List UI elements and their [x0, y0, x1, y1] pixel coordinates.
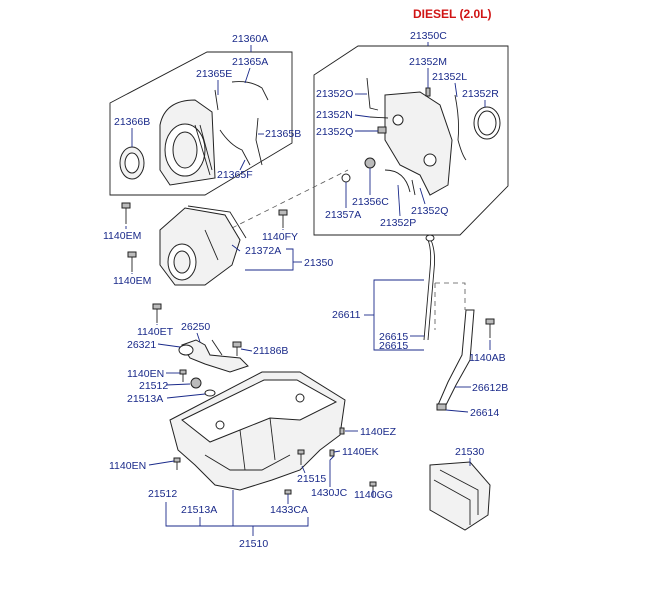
pin-21352O — [366, 77, 379, 111]
label-1140ET: 1140ET — [137, 326, 174, 338]
label-21512-lower: 21512 — [148, 488, 177, 500]
label-1140EZ: 1140EZ — [360, 426, 397, 438]
label-21352M: 21352M — [409, 56, 447, 68]
label-26614: 26614 — [470, 407, 499, 419]
label-21352L: 21352L — [432, 71, 467, 83]
bolt-1140EM-lower — [127, 251, 137, 272]
label-1433CA: 1433CA — [270, 504, 308, 516]
baffle-plate — [429, 461, 491, 531]
label-1140EM-lower: 1140EM — [113, 275, 151, 287]
label-26250: 26250 — [181, 321, 210, 333]
label-1140FY: 1140FY — [262, 231, 298, 243]
label-21356C: 21356C — [352, 196, 389, 208]
label-21513A-upper: 21513A — [127, 393, 163, 405]
label-21360A: 21360A — [232, 33, 268, 45]
label-21350C: 21350C — [410, 30, 447, 42]
label-21352O: 21352O — [316, 88, 353, 100]
timing-cover-group — [109, 51, 293, 196]
label-21352R: 21352R — [462, 88, 499, 100]
label-1140GG: 1140GG — [354, 489, 393, 501]
label-26611: 26611 — [332, 309, 361, 321]
label-26612B: 26612B — [472, 382, 508, 394]
label-26615-upper: 26615 — [379, 331, 408, 343]
label-1140EN-lower: 1140EN — [109, 460, 146, 472]
label-21186B: 21186B — [253, 345, 288, 357]
label-21530: 21530 — [455, 446, 484, 458]
label-21352P: 21352P — [380, 217, 416, 229]
label-21365A: 21365A — [232, 56, 268, 68]
bolt-1140ET — [152, 303, 162, 323]
rear-plate-group — [313, 45, 509, 236]
label-1140EK: 1140EK — [342, 446, 379, 458]
label-21352Q-upper: 21352Q — [316, 126, 353, 138]
label-21515: 21515 — [297, 473, 326, 485]
label-21365B: 21365B — [265, 128, 301, 140]
rear-plate — [384, 91, 453, 196]
label-21513A-lower: 21513A — [181, 504, 217, 516]
label-1140AB: 1140AB — [469, 352, 506, 364]
diagram-title: DIESEL (2.0L) — [413, 7, 491, 21]
label-21372A: 21372A — [245, 245, 281, 257]
label-21352Q-lower: 21352Q — [411, 205, 448, 217]
label-21366B: 21366B — [114, 116, 150, 128]
bolt-1140FY — [278, 209, 288, 228]
label-26615-lower: 26615 — [379, 340, 408, 352]
oil-strainer — [181, 339, 249, 373]
label-21512-upper: 21512 — [139, 380, 168, 392]
dipstick-group — [423, 234, 495, 411]
label-21350: 21350 — [304, 257, 333, 269]
label-26321: 26321 — [127, 339, 156, 351]
oil-strainer-group — [178, 339, 249, 373]
label-21365F: 21365F — [217, 169, 253, 181]
gasket-strip — [231, 81, 269, 101]
label-21365E: 21365E — [196, 68, 232, 80]
label-21352N: 21352N — [316, 109, 353, 121]
label-21357A: 21357A — [325, 209, 361, 221]
lower-timing-cover — [159, 205, 247, 286]
pin-21352N — [369, 116, 389, 119]
label-1430JC: 1430JC — [311, 487, 348, 499]
label-21510: 21510 — [239, 538, 268, 550]
label-1140EN-upper: 1140EN — [127, 368, 164, 380]
label-1140EM-upper: 1140EM — [103, 230, 141, 242]
bolt-1140EM-upper — [121, 202, 131, 224]
